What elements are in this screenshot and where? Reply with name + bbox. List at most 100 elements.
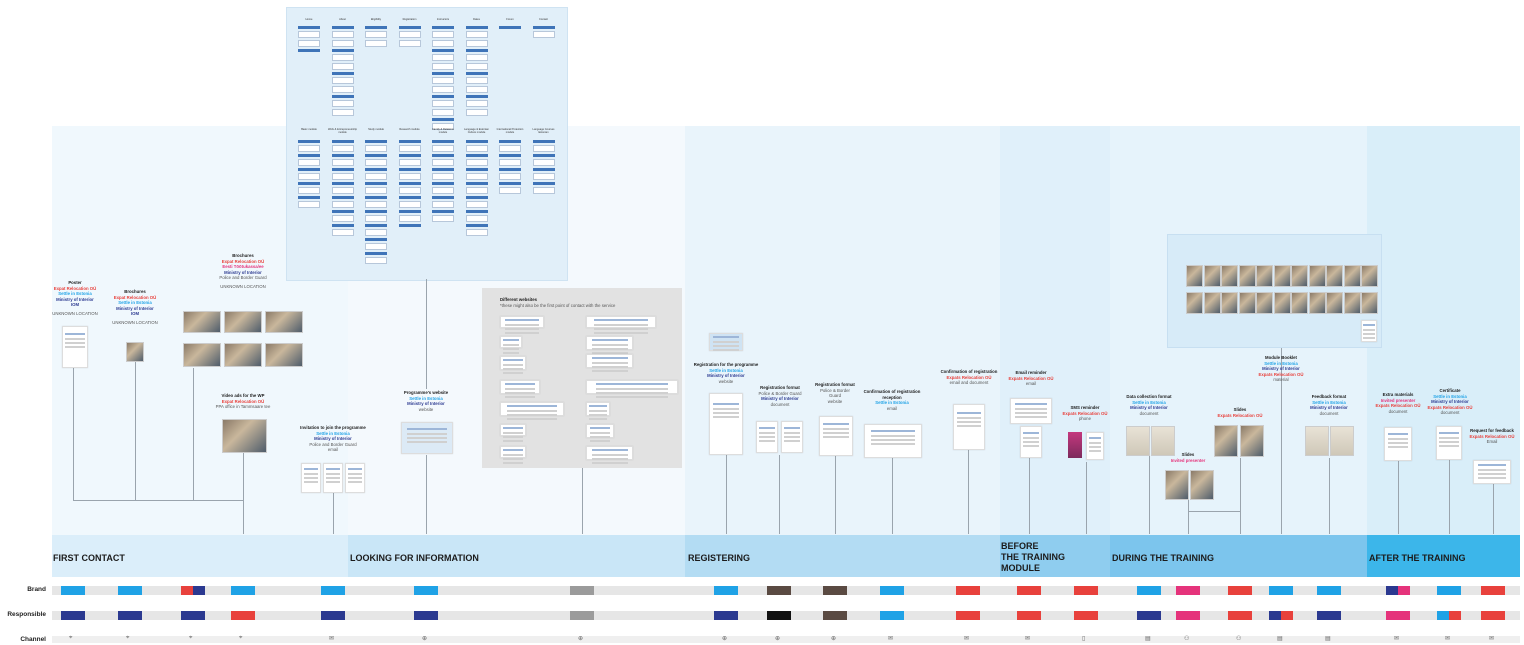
touchpoint-registration-format-web: Registration format Police & Border Guar… — [808, 382, 862, 404]
sitemap-column-header: Work & Entrepreneurship module — [327, 128, 358, 134]
sitemap-page — [365, 210, 387, 213]
materials-matrix-panel — [1167, 234, 1382, 348]
connector-line — [726, 455, 727, 534]
slides-photo — [1240, 425, 1264, 457]
connector-line — [1329, 458, 1330, 534]
sitemap-page — [398, 201, 421, 208]
sitemap-column-header: Dates — [473, 18, 480, 21]
touchpoint-title: Slides — [1233, 407, 1247, 412]
color-swatch — [1317, 586, 1341, 595]
sitemap-column-header: About — [339, 18, 346, 21]
feedback-document — [1305, 426, 1329, 456]
color-swatch — [1074, 586, 1098, 595]
color-swatch — [823, 586, 847, 595]
brand-label: Ministry of Interior — [1262, 366, 1300, 372]
location-label: UNKNOWN LOCATION — [52, 310, 98, 316]
sitemap-page — [432, 26, 454, 29]
sitemap-page — [432, 31, 454, 38]
brand-label: Expats Relocation OÜ — [1427, 404, 1473, 410]
sitemap-page — [365, 257, 387, 264]
website-screenshot — [500, 402, 564, 416]
sitemap-page — [398, 182, 421, 185]
website-sitemap-panel — [286, 7, 568, 281]
sitemap-page — [432, 72, 454, 75]
row-label-channel: Channel — [20, 636, 46, 643]
touchpoint-feedback-format: Feedback format Settle in Estonia Minist… — [1298, 394, 1360, 416]
touchpoint-title: Registration format — [760, 385, 800, 390]
sitemap-page — [331, 201, 354, 208]
website-screenshot — [500, 356, 526, 370]
touchpoint-request-feedback: Request for feedback Expats Relocation O… — [1464, 428, 1520, 445]
brand-label: Settle in Estonia — [1433, 393, 1467, 399]
sitemap-page — [331, 77, 354, 84]
touchpoint-data-collection: Data collection format Settle in Estonia… — [1118, 394, 1180, 416]
material-photo — [1273, 265, 1291, 287]
website-screenshot — [586, 380, 678, 394]
website-screenshot — [586, 354, 633, 368]
material-photo — [1291, 292, 1308, 314]
channel-track — [52, 636, 1520, 643]
touchpoint-registration-programme: Registration for the programme Settle in… — [688, 362, 764, 384]
brand-label: Guard — [829, 393, 841, 399]
sitemap-page — [298, 40, 320, 47]
web-icon: ⊕ — [722, 636, 728, 642]
material-photo — [1361, 292, 1378, 314]
material-photo — [1291, 265, 1308, 287]
sitemap-page — [365, 224, 387, 227]
brand-label: Ministry of Interior — [761, 396, 799, 402]
sitemap-page — [331, 182, 354, 185]
color-swatch — [1449, 611, 1461, 620]
phone-icon: ▯ — [1082, 636, 1086, 642]
touchpoint-different-websites: Different websites *these might also be … — [500, 297, 670, 308]
sitemap-page — [398, 26, 421, 29]
sitemap-page — [398, 40, 421, 47]
color-swatch — [1176, 586, 1200, 595]
website-screenshot — [586, 446, 633, 460]
color-swatch — [1017, 586, 1041, 595]
sitemap-page — [499, 182, 521, 185]
sitemap-page — [331, 173, 354, 180]
brand-label: Ministry of Interior — [116, 305, 154, 311]
material-photo — [1308, 265, 1326, 287]
stage-header-bar — [1110, 535, 1367, 577]
sitemap-page — [331, 154, 354, 157]
brand-label: Invited presenter — [1380, 397, 1416, 403]
color-swatch — [1228, 611, 1252, 620]
sitemap-page — [465, 100, 488, 107]
material-photo — [1221, 292, 1238, 314]
brand-label: Expats Relocation OÜ — [1258, 371, 1304, 377]
document-icon: ▤ — [1145, 636, 1151, 642]
people-icon: ⚇ — [1184, 636, 1190, 642]
sitemap-page — [465, 201, 488, 208]
sitemap-page — [465, 210, 488, 213]
sitemap-page — [365, 229, 387, 236]
color-swatch — [880, 611, 904, 620]
brand-label: Settle in Estonia — [1132, 399, 1166, 405]
color-swatch — [1386, 586, 1398, 595]
sitemap-page — [365, 182, 387, 185]
sitemap-page — [398, 159, 421, 166]
email-icon: ✉ — [1394, 636, 1400, 642]
sitemap-page — [432, 140, 454, 143]
email-icon: ✉ — [1489, 636, 1495, 642]
sitemap-page — [398, 140, 421, 143]
sitemap-page — [298, 173, 320, 180]
registration-format-document — [781, 421, 803, 453]
sitemap-page — [365, 196, 387, 199]
sitemap-page — [365, 26, 387, 29]
sitemap-page — [331, 26, 354, 29]
email-icon: ✉ — [888, 636, 894, 642]
location-icon: ⌖ — [126, 635, 130, 641]
connector-line — [193, 368, 194, 500]
sitemap-page — [432, 109, 454, 116]
website-screenshot — [500, 336, 522, 348]
sitemap-page — [298, 49, 320, 52]
sitemap-column — [432, 26, 454, 132]
channel-label: document — [1139, 410, 1159, 416]
sitemap-page — [532, 140, 555, 143]
brand-label: Settle in Estonia — [316, 430, 350, 436]
stage-label-after: AFTER THE TRAINING — [1369, 553, 1466, 563]
poster-thumbnail — [62, 326, 88, 368]
material-photo — [1238, 292, 1256, 314]
sitemap-page — [298, 26, 320, 29]
